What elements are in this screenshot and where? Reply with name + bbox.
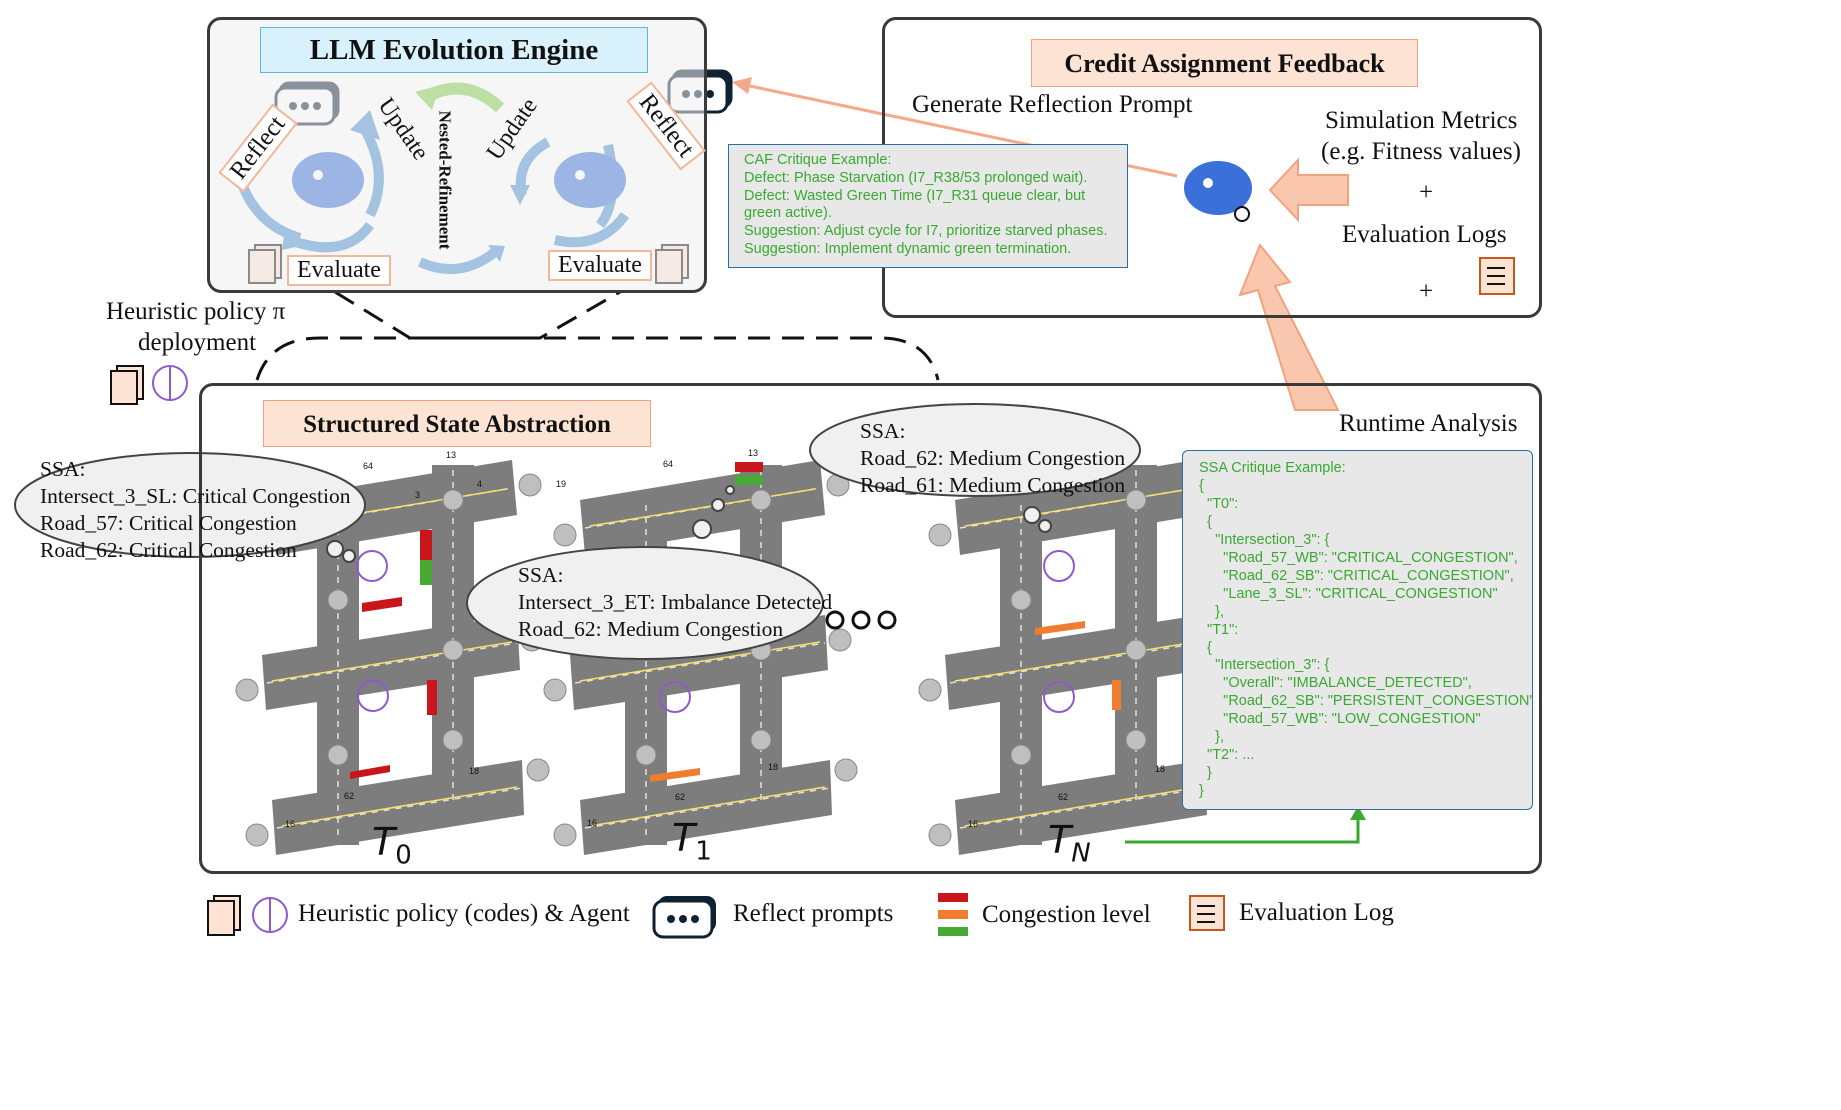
evaluation-logs-label: Evaluation Logs	[1342, 221, 1507, 248]
policy-line2: deployment	[138, 329, 257, 356]
legend-policy-label: Heuristic policy (codes) & Agent	[298, 900, 630, 927]
ssa-critique-line: {	[1199, 513, 1212, 530]
cloud-tn-text: SSA: Road_62: Medium Congestion Road_61:…	[860, 418, 1125, 499]
engine-title: LLM Evolution Engine	[260, 27, 648, 73]
caf-critique-line: CAF Critique Example:	[744, 152, 892, 168]
ssa-critique-line: "T2": ...	[1199, 747, 1255, 764]
time-t: T	[672, 816, 696, 860]
map-node-labels: 64 13 64 13 19 3 4 62 62 62 18 18 18 16 …	[0, 0, 1165, 829]
node-number: 18	[469, 766, 480, 776]
node-number: 19	[556, 479, 567, 489]
ssa-critique-line: {	[1199, 477, 1204, 494]
ssa-critique-line: "Road_62_SB": "PERSISTENT_CONGESTION",	[1199, 693, 1533, 710]
cloud-line: SSA:	[40, 457, 86, 481]
ssa-critique-line: "Road_57_WB": "CRITICAL_CONGESTION",	[1199, 549, 1518, 566]
node-number: 62	[675, 792, 686, 802]
time-t: T	[372, 820, 396, 864]
ssa-cloud-tn	[809, 403, 1141, 497]
plus-1: +	[1419, 179, 1434, 206]
node-number: 16	[968, 819, 979, 829]
legend-congestion-label: Congestion level	[982, 901, 1151, 928]
caf-critique-box: CAF Critique Example: Defect: Phase Star…	[728, 144, 1128, 268]
node-number: 16	[587, 818, 598, 828]
log-icon	[1479, 257, 1515, 295]
metrics-line1: Simulation Metrics	[1325, 107, 1518, 134]
node-number: 18	[768, 762, 779, 772]
cloud-line: Road_62: Critical Congestion	[40, 538, 297, 562]
node-number: 3	[415, 490, 421, 500]
runtime-analysis-label: Runtime Analysis	[1339, 410, 1518, 437]
cloud-line: Road_61: Medium Congestion	[860, 473, 1126, 497]
caf-critique-line: Defect: Wasted Green Time (I7_R31 queue …	[744, 187, 1086, 204]
time-label-tn: TN	[1048, 818, 1091, 869]
legend-brain-icon	[252, 897, 288, 933]
ssa-title: Structured State Abstraction	[263, 400, 651, 447]
cloud-line: Intersect_3_SL: Critical Congestion	[40, 484, 351, 508]
legend-reflect-label: Reflect prompts	[733, 900, 894, 927]
whale-icon-caf	[1184, 161, 1252, 222]
ssa-panel	[199, 383, 1542, 874]
ssa-critique-line: "T1":	[1199, 621, 1239, 638]
ssa-critique-line: "Intersection_3": {	[1199, 531, 1330, 548]
generate-reflection-label: Generate Reflection Prompt	[912, 91, 1193, 118]
cloud-line: Road_57: Critical Congestion	[40, 511, 297, 535]
node-number: 16	[285, 819, 296, 829]
metrics-line2: (e.g. Fitness values)	[1321, 138, 1521, 165]
cloud-t1-text: SSA: Intersect_3_ET: Imbalance Detected …	[518, 562, 832, 643]
brain-icon-policy	[152, 365, 188, 401]
legend-chat-icon	[652, 896, 716, 939]
ssa-cloud-t0	[14, 452, 366, 558]
time-sub: N	[1071, 838, 1091, 869]
code-icon-policy	[110, 365, 144, 405]
ssa-critique-line: "Overall": "IMBALANCE_DETECTED",	[1199, 675, 1472, 692]
cloud-line: SSA:	[860, 419, 906, 443]
node-number: 64	[363, 461, 374, 471]
time-sub: 1	[695, 836, 712, 867]
time-label-t1: T1	[672, 816, 712, 867]
caf-title: Credit Assignment Feedback	[1031, 39, 1418, 87]
legend-code-icon	[207, 895, 241, 936]
cloud-line: Road_62: Medium Congestion	[860, 446, 1126, 470]
ssa-critique-line: },	[1199, 729, 1224, 746]
evaluate-label-left: Evaluate	[287, 255, 391, 286]
cloud-line: Road_62: Medium Congestion	[518, 617, 784, 641]
ssa-critique-line: "Lane_3_SL": "CRITICAL_CONGESTION"	[1199, 585, 1498, 602]
cloud-line: Intersect_3_ET: Imbalance Detected	[518, 590, 833, 614]
legend-log-icon	[1189, 895, 1225, 931]
legend-congestion-swatch	[938, 893, 968, 936]
ssa-critique-line: {	[1199, 639, 1212, 656]
ssa-critique-line: },	[1199, 603, 1224, 620]
ssa-critique-line: SSA Critique Example:	[1199, 460, 1346, 476]
ssa-critique-line: }	[1199, 765, 1212, 782]
node-number: 64	[663, 459, 674, 469]
policy-line1: Heuristic policy π	[106, 298, 286, 325]
node-number: 62	[1058, 792, 1069, 802]
cloud-line: SSA:	[518, 563, 564, 587]
ssa-critique-line: "Intersection_3": {	[1199, 657, 1330, 674]
ssa-critique-line: }	[1199, 783, 1204, 800]
caf-critique-line: green active).	[744, 205, 832, 222]
caf-critique-line: Defect: Phase Starvation (I7_R38/53 prol…	[744, 169, 1088, 186]
caf-critique-line: Suggestion: Adjust cycle for I7, priorit…	[744, 223, 1108, 240]
time-sub: 0	[395, 840, 412, 871]
ssa-critique-line: "T0":	[1199, 495, 1239, 512]
nested-refinement-label: Nested-Refinement	[435, 110, 455, 250]
node-number: 18	[1155, 764, 1166, 774]
node-number: 62	[344, 791, 355, 801]
legend-log-label: Evaluation Log	[1239, 899, 1394, 926]
cloud-t0-text: SSA: Intersect_3_SL: Critical Congestion…	[40, 456, 351, 564]
caf-critique-line: Suggestion: Implement dynamic green term…	[744, 240, 1072, 257]
node-number: 13	[446, 450, 457, 460]
node-number: 4	[477, 479, 483, 489]
time-label-t0: T0	[372, 820, 412, 871]
ssa-critique-line: "Road_62_SB": "CRITICAL_CONGESTION",	[1199, 567, 1514, 584]
evaluate-label-right: Evaluate	[548, 250, 652, 281]
ssa-critique-line: "Road_57_WB": "LOW_CONGESTION"	[1199, 711, 1481, 728]
ssa-cloud-t1	[466, 546, 824, 660]
ssa-critique-box: SSA Critique Example: { "T0": { "Interse…	[1182, 450, 1533, 810]
plus-2: +	[1419, 278, 1434, 305]
node-number: 13	[748, 448, 759, 458]
time-t: T	[1048, 818, 1072, 862]
